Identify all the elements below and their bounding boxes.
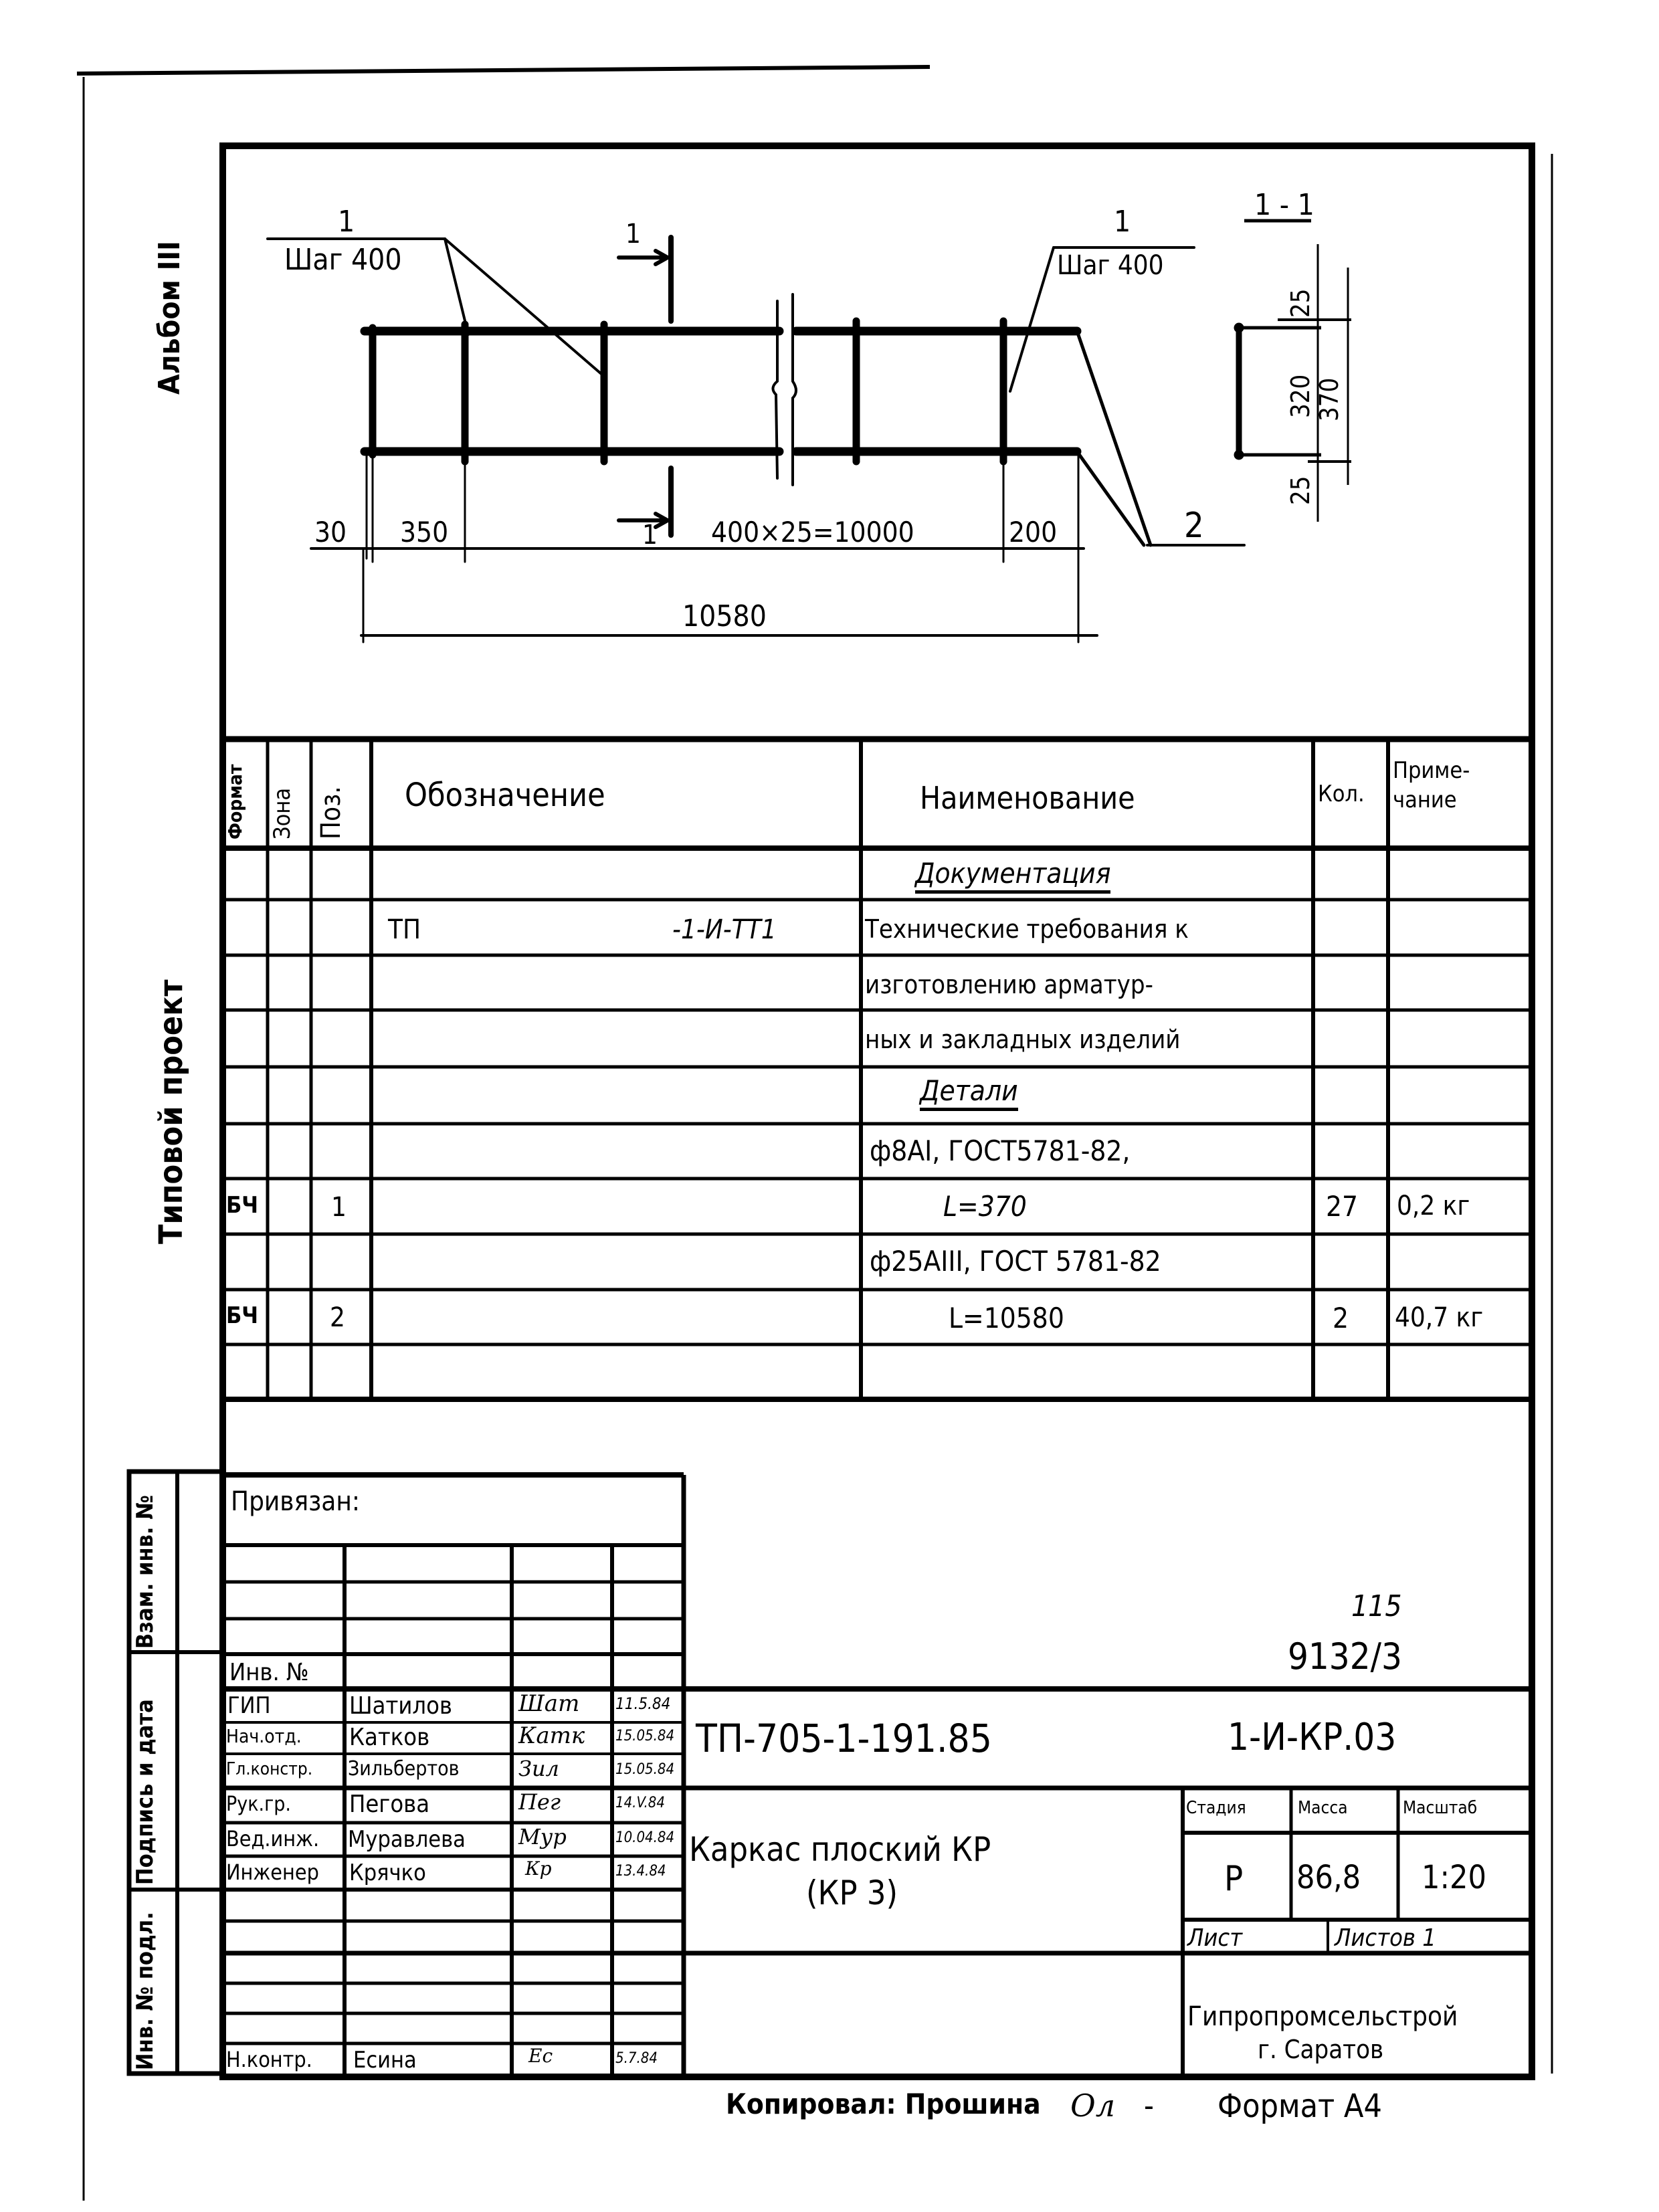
spec-name: L=10580 bbox=[949, 1302, 1064, 1334]
signatory-role: Гл.констр. bbox=[226, 1759, 313, 1779]
spec-designation-right: -1-И-ТТ1 bbox=[672, 914, 777, 945]
signatory-date: 15.05.84 bbox=[615, 1761, 675, 1778]
signatory-name: Крячко bbox=[349, 1859, 426, 1886]
col-header-qty: Кол. bbox=[1318, 781, 1365, 807]
signatory-date: 5.7.84 bbox=[615, 2050, 658, 2067]
leader-label-left: Шаг 400 bbox=[284, 243, 402, 277]
spec-qty: 27 bbox=[1326, 1190, 1359, 1223]
privyazan-label: Привязан: bbox=[231, 1486, 361, 1517]
stage-value: Р bbox=[1224, 1859, 1244, 1899]
org-line2: г. Саратов bbox=[1258, 2035, 1384, 2064]
spec-format: БЧ bbox=[226, 1302, 259, 1329]
dim-total: 10580 bbox=[682, 599, 767, 633]
spec-name: L=370 bbox=[943, 1190, 1027, 1223]
spec-note: 40,7 кг bbox=[1395, 1302, 1484, 1333]
mass-label: Масса bbox=[1298, 1798, 1348, 1818]
leader-pos-left: 1 bbox=[338, 205, 355, 239]
vzam-inv-label: Взам. инв. № bbox=[132, 1495, 159, 1649]
signatory-role: Рук.гр. bbox=[226, 1793, 292, 1816]
signatory-name: Катков bbox=[349, 1724, 430, 1751]
signatory-date: 14.V.84 bbox=[615, 1795, 665, 1811]
signatory-role: Инженер bbox=[226, 1859, 319, 1885]
leader-pos-right: 1 bbox=[1114, 205, 1131, 239]
signatory-name: Зильбертов bbox=[348, 1757, 460, 1781]
dim-30: 30 bbox=[314, 516, 347, 548]
signatory-name: Муравлева bbox=[348, 1826, 466, 1853]
spec-format: БЧ bbox=[226, 1192, 259, 1219]
spec-section-documentation: Документация bbox=[915, 860, 1111, 894]
section-dim-bottom: 25 bbox=[1286, 476, 1315, 506]
dim-350: 350 bbox=[400, 516, 449, 548]
signatory-date: 13.4.84 bbox=[615, 1863, 666, 1880]
spec-name: ных и закладных изделий bbox=[865, 1025, 1181, 1054]
section-dim-top: 25 bbox=[1286, 288, 1315, 318]
sheet-label: Лист bbox=[1187, 1924, 1243, 1952]
section-dim-middle: 320 bbox=[1286, 374, 1315, 418]
podpis-data-label: Подпись и дата bbox=[132, 1699, 159, 1885]
org-line1: Гипропромсельстрой bbox=[1187, 2001, 1458, 2032]
inv-podl-label: Инв. № подл. bbox=[132, 1912, 159, 2070]
signatory-date: 11.5.84 bbox=[615, 1694, 671, 1713]
col-header-format: Формат bbox=[224, 764, 246, 839]
dim-middle: 400×25=10000 bbox=[711, 516, 914, 548]
copied-signature: Ол bbox=[1070, 2088, 1116, 2124]
col-header-pos: Поз. bbox=[316, 786, 347, 839]
signatory-name: Пегова bbox=[349, 1791, 430, 1818]
pos-2-label: 2 bbox=[1184, 506, 1204, 546]
archive-number: 9132/3 bbox=[1288, 1635, 1402, 1678]
archive-number-top: 115 bbox=[1351, 1589, 1402, 1623]
spec-section-details: Детали bbox=[920, 1077, 1018, 1111]
sheet-code: 1-И-КР.03 bbox=[1228, 1716, 1397, 1759]
col-header-name: Наименование bbox=[920, 780, 1135, 816]
scale-label: Масштаб bbox=[1403, 1798, 1478, 1818]
sheets-label: Листов 1 bbox=[1335, 1924, 1436, 1952]
signatory-name: Шатилов bbox=[349, 1692, 453, 1720]
spec-note: 0,2 кг bbox=[1397, 1191, 1470, 1221]
spec-name: изготовлению арматур- bbox=[865, 970, 1153, 999]
col-header-designation: Обозначение bbox=[405, 777, 605, 814]
doc-code: ТП-705-1-191.85 bbox=[696, 1716, 992, 1761]
signatory-signature: Ес bbox=[528, 2045, 553, 2067]
signatory-role: Нач.отд. bbox=[226, 1725, 302, 1747]
spec-designation-left: ТП bbox=[388, 914, 421, 945]
signatory-role: ГИП bbox=[227, 1692, 271, 1719]
leader-label-right: Шаг 400 bbox=[1057, 250, 1164, 281]
format-label: Формат А4 bbox=[1217, 2088, 1382, 2125]
spec-name: ф25АIII, ГОСТ 5781-82 bbox=[870, 1245, 1161, 1278]
section-title: 1 - 1 bbox=[1254, 188, 1314, 222]
mass-value: 86,8 bbox=[1296, 1859, 1361, 1896]
stage-label: Стадия bbox=[1186, 1798, 1246, 1818]
signatory-name: Есина bbox=[353, 2047, 417, 2074]
drawing-title-line2: (КР 3) bbox=[806, 1874, 898, 1912]
album-label: Альбом III bbox=[153, 241, 187, 395]
section-mark-bottom: 1 bbox=[642, 520, 658, 550]
spec-name: Технические требования к bbox=[865, 914, 1189, 944]
signatory-role: Н.контр. bbox=[226, 2047, 312, 2072]
spec-name: ф8АI, ГОСТ5781-82, bbox=[870, 1134, 1131, 1167]
spec-pos: 2 bbox=[330, 1302, 345, 1333]
dim-200: 200 bbox=[1009, 516, 1058, 548]
signatory-date: 15.05.84 bbox=[615, 1728, 675, 1744]
section-dim-total: 370 bbox=[1314, 377, 1344, 421]
signatory-signature: Мур bbox=[518, 1824, 567, 1849]
signatory-date: 10.04.84 bbox=[615, 1829, 675, 1846]
signatory-signature: Кр bbox=[525, 1857, 552, 1880]
project-type-label: Типовой проект bbox=[153, 979, 190, 1244]
signatory-signature: Зил bbox=[518, 1756, 559, 1781]
copied-by: Копировал: Прошина bbox=[726, 2088, 1041, 2120]
section-mark-top: 1 bbox=[625, 219, 641, 249]
signatory-signature: Шат bbox=[518, 1690, 580, 1717]
signatory-role: Вед.инж. bbox=[226, 1826, 320, 1851]
signatory-signature: Катк bbox=[518, 1722, 585, 1749]
footer-dash: - bbox=[1144, 2088, 1154, 2124]
signatory-signature: Пег bbox=[518, 1789, 561, 1815]
drawing-title-line1: Каркас плоский КР bbox=[689, 1830, 991, 1869]
col-header-note: Приме-чание bbox=[1393, 757, 1470, 814]
spec-pos: 1 bbox=[331, 1192, 347, 1223]
col-header-zone: Зона bbox=[269, 787, 296, 839]
inv-no-label: Инв. № bbox=[229, 1659, 309, 1686]
spec-qty: 2 bbox=[1333, 1302, 1349, 1334]
scale-value: 1:20 bbox=[1422, 1859, 1486, 1896]
